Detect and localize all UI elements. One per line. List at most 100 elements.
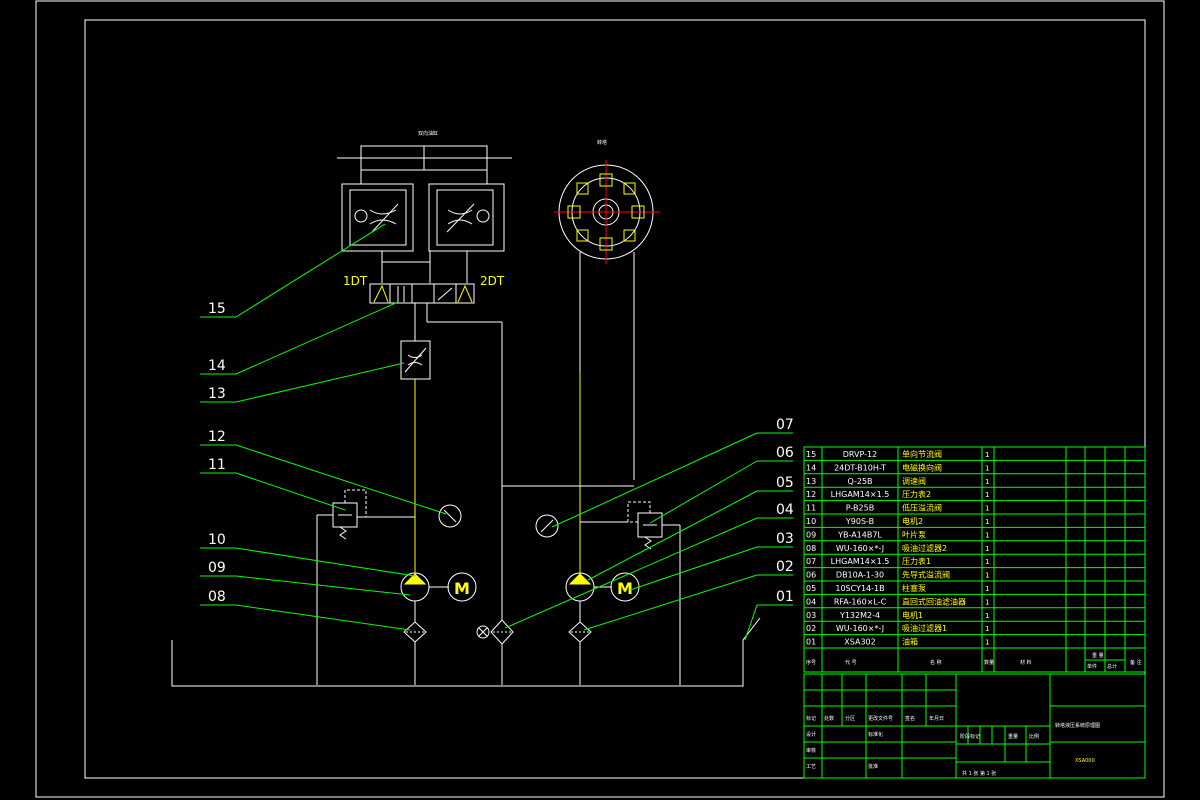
bom-row-code: Q-25B [847, 477, 872, 486]
speed-regulating-valve [400, 340, 431, 574]
low-pressure-relief-valve [316, 489, 415, 685]
bom-header-cell: 备 注 [1130, 659, 1142, 666]
motor-2: M [447, 572, 477, 602]
leader-lines [200, 223, 793, 641]
bom-row-qty: 1 [985, 558, 989, 566]
bom-row-no: 15 [806, 450, 816, 459]
bom-row-no: 06 [806, 571, 816, 580]
bom-row-qty: 1 [985, 612, 989, 620]
bom-row-qty: 1 [985, 545, 989, 553]
bom-row-name: 调速阀 [902, 477, 926, 486]
tb-role-2: 分区 [845, 715, 855, 722]
bom-row-name: 直回式回油滤油器 [902, 596, 966, 606]
title-block: 标记 处数 分区 更改文件号 签名 年月日 设计 标准化 审核 工艺 批准 阶段… [803, 673, 1146, 779]
bom-row-code: DRVP-12 [843, 450, 877, 459]
bom-header-cell: 材 料 [1020, 659, 1032, 666]
tb-role-4: 签名 [905, 715, 915, 722]
bom-header-cell: 代 号 [845, 659, 857, 666]
motor-1: M [610, 572, 640, 602]
double-acting-cylinder: 双向油缸 [337, 130, 512, 184]
bom-row-no: 02 [806, 624, 816, 633]
tb-scale: 比例 [1029, 733, 1039, 740]
bom-row-qty: 1 [985, 505, 989, 513]
bom-row-no: 13 [806, 477, 816, 486]
bom-header-cell: 数量 [984, 659, 994, 666]
leader-15: 15 [208, 301, 226, 317]
solenoid-directional-valve: 1DT 2DT [343, 274, 505, 347]
bom-row-no: 12 [806, 490, 816, 499]
bom-row-code: 24DT-B10H-T [834, 463, 886, 472]
leader-07: 07 [776, 417, 794, 433]
vane-pump [400, 572, 449, 602]
motor-1-letter: M [617, 579, 633, 598]
leader-14: 14 [208, 358, 226, 374]
cylinder-title: 双向油缸 [418, 130, 438, 137]
bom-header-cell: 名 称 [930, 659, 942, 666]
suction-filter-2 [403, 621, 427, 685]
bom-row-code: P-B25B [846, 504, 874, 513]
leader-04: 04 [776, 502, 794, 518]
suction-filter-1 [568, 621, 592, 685]
bom-row-name: 单向节流阀 [902, 449, 942, 459]
leader-08: 08 [208, 589, 226, 605]
bom-row-no: 08 [806, 544, 816, 553]
bom-row-no: 05 [806, 584, 816, 593]
bill-of-materials [803, 446, 1146, 673]
bom-row-no: 09 [806, 530, 816, 539]
leader-01: 01 [776, 589, 794, 605]
bom-row-no: 01 [806, 638, 816, 647]
leader-numbers: 15 14 13 12 11 10 09 08 07 06 05 04 03 0… [208, 301, 794, 605]
bom-row-name: 电机1 [902, 610, 923, 620]
motor-title: 转塔 [597, 139, 607, 146]
piston-pump [565, 572, 612, 602]
tb-sheet-info: 共 1 张 第 1 张 [962, 770, 996, 777]
bom-row-name: 低压溢流阀 [902, 503, 942, 513]
bom-row-name: 压力表2 [902, 489, 931, 499]
leader-09: 09 [208, 560, 226, 576]
outer-border [35, 0, 1165, 798]
tb-role-1: 处数 [824, 715, 834, 722]
bom-row-qty: 1 [985, 518, 989, 526]
bom-row-no: 04 [806, 597, 816, 606]
bom-row-no: 14 [806, 463, 816, 472]
tb-standard: 标准化 [868, 731, 883, 738]
one-way-throttle-valves [341, 183, 505, 283]
tb-stage: 阶段标记 [960, 733, 980, 740]
bom-row-code: WU-160×*-J [836, 624, 884, 633]
pilot-relief-valve [580, 501, 681, 685]
tb-drawing-title: 转塔液压系统原理图 [1055, 722, 1100, 729]
bom-row-code: LHGAM14×1.5 [831, 490, 890, 499]
bom-row-qty: 1 [985, 598, 989, 606]
leader-02: 02 [776, 559, 794, 575]
bom-row-no: 07 [806, 557, 816, 566]
bom-row-name: 柱塞泵 [902, 583, 926, 593]
bom-row-qty: 1 [985, 451, 989, 459]
bom-header-cell: 单件 [1087, 663, 1097, 670]
leader-13: 13 [208, 386, 226, 402]
pressure-gauge-2 [438, 504, 462, 528]
inner-border [84, 19, 1146, 779]
tb-approve: 批准 [868, 763, 878, 770]
bom-row-code: DB10A-1-30 [836, 571, 884, 580]
pressure-gauge-1 [535, 514, 559, 538]
turret-motor-assembly: 转塔 [554, 139, 660, 480]
bom-row-qty: 1 [985, 625, 989, 633]
bom-row-code: 10SCY14-1B [835, 584, 884, 593]
leader-11: 11 [208, 457, 226, 473]
leader-06: 06 [776, 445, 794, 461]
bom-row-qty: 1 [985, 531, 989, 539]
bom-row-name: 压力表1 [902, 556, 931, 566]
oil-tank [171, 617, 761, 687]
tb-role-0: 标记 [806, 715, 816, 722]
bom-row-name: 吸油过滤器2 [902, 543, 947, 553]
bom-row-name: 油箱 [902, 637, 918, 647]
leader-05: 05 [776, 475, 794, 491]
solenoid-2dt-label: 2DT [480, 274, 505, 288]
bom-row-no: 10 [806, 517, 816, 526]
tb-role-3: 更改文件号 [868, 715, 893, 722]
solenoid-1dt-label: 1DT [343, 274, 368, 288]
bom-row-qty: 1 [985, 639, 989, 647]
tb-design: 设计 [806, 731, 816, 738]
bom-row-code: LHGAM14×1.5 [831, 557, 890, 566]
